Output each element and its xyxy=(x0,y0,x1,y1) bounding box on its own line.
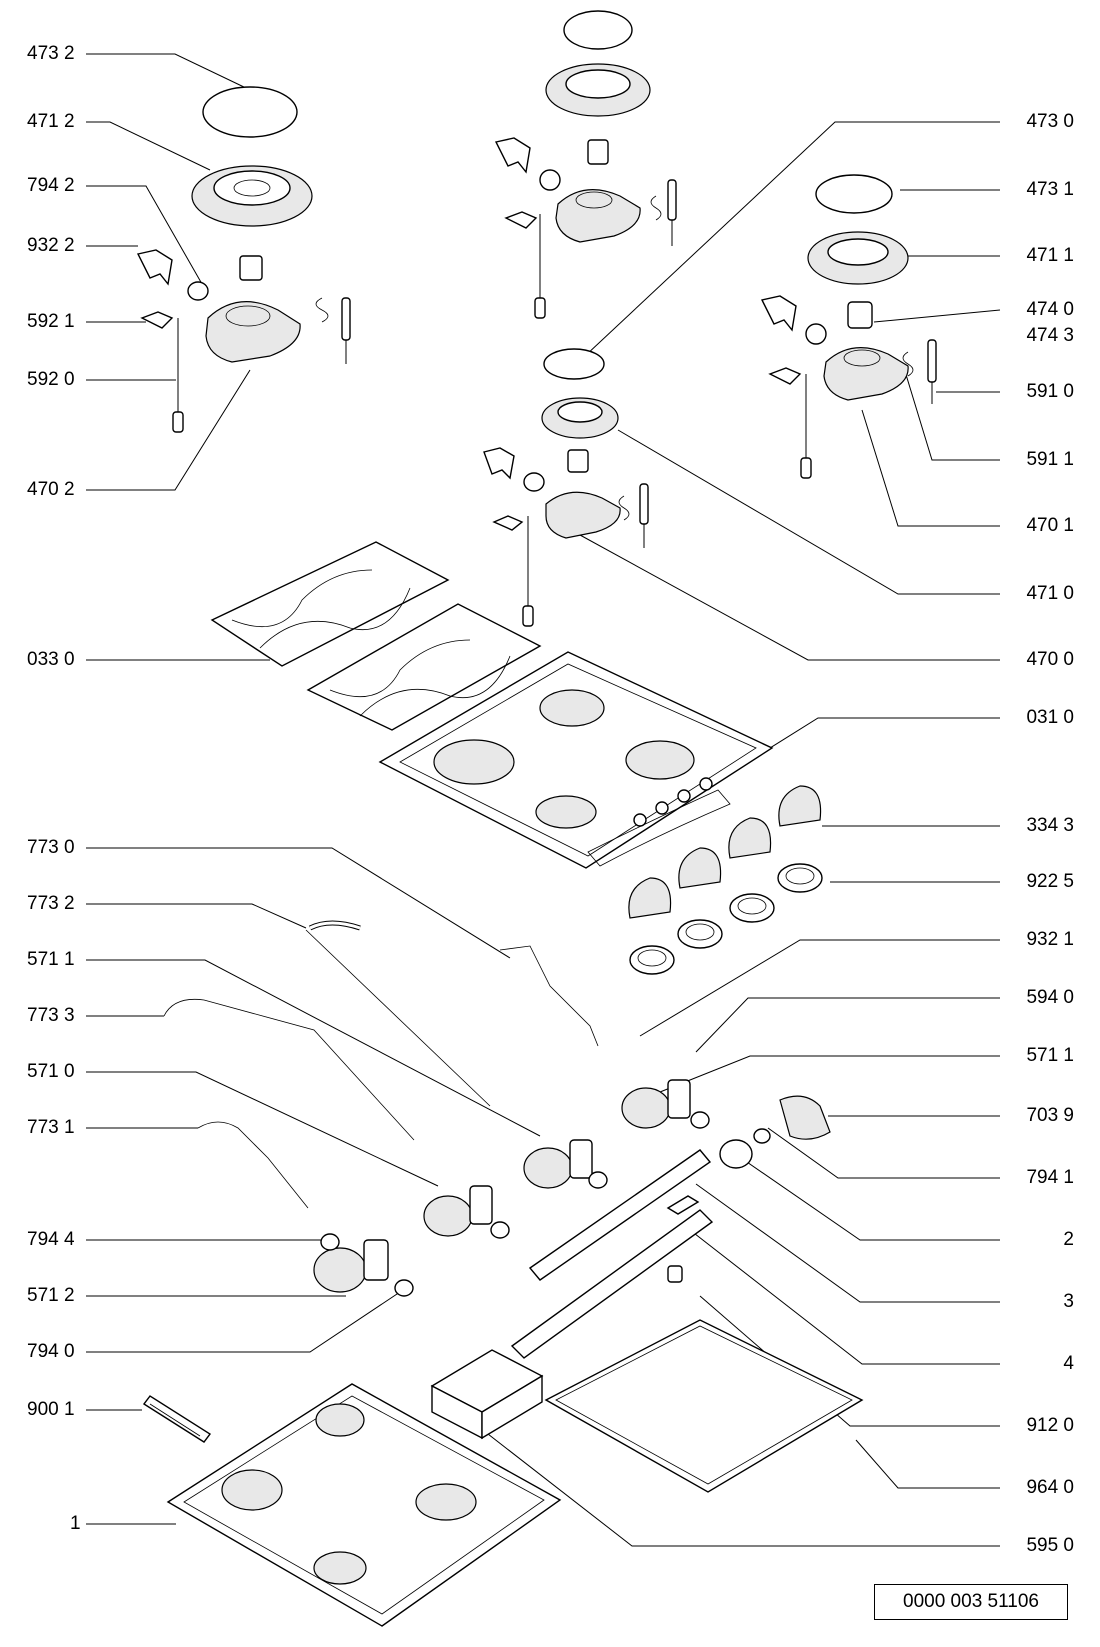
seal-ring xyxy=(187,281,209,301)
burner-right-assembly xyxy=(760,174,937,479)
label-773-1: 773 1 xyxy=(27,1117,75,1138)
label-932-2: 932 2 xyxy=(27,235,75,256)
bracket-clip xyxy=(136,249,173,286)
label-773-2: 773 2 xyxy=(27,893,75,914)
label-473-0: 473 0 xyxy=(1026,111,1074,132)
label-473-2: 473 2 xyxy=(27,43,75,64)
label-594-0: 594 0 xyxy=(1026,987,1074,1008)
label-033-0: 033 0 xyxy=(27,649,75,670)
label-591-1: 591 1 xyxy=(1026,449,1074,470)
document-number: 0000 003 51106 xyxy=(874,1584,1068,1620)
label-591-0: 591 0 xyxy=(1026,381,1074,402)
label-900-1: 900 1 xyxy=(27,1399,75,1420)
label-4: 4 xyxy=(1063,1353,1074,1374)
label-1: 1 xyxy=(70,1513,81,1534)
gas-valves xyxy=(313,1079,710,1297)
label-334-3: 334 3 xyxy=(1026,815,1074,836)
seal-gasket xyxy=(544,1319,864,1493)
label-473-1: 473 1 xyxy=(1026,179,1074,200)
label-964-0: 964 0 xyxy=(1026,1477,1074,1498)
label-571-2: 571 2 xyxy=(27,1285,75,1306)
label-932-1: 932 1 xyxy=(1026,929,1074,950)
label-474-3: 474 3 xyxy=(1026,325,1074,346)
pan-supports xyxy=(210,541,542,731)
label-470-0: 470 0 xyxy=(1026,649,1074,670)
label-471-0: 471 0 xyxy=(1026,583,1074,604)
leader-lines-left xyxy=(86,53,541,1525)
ignition-electrode xyxy=(341,297,351,341)
burner-left-assembly xyxy=(136,86,351,433)
bracket-900 xyxy=(142,1395,212,1443)
label-922-5: 922 5 xyxy=(1026,871,1074,892)
ignition-rail xyxy=(510,1195,714,1359)
thermocouple-clip xyxy=(140,311,174,329)
label-571-1-left: 571 1 xyxy=(27,949,75,970)
label-031-0: 031 0 xyxy=(1026,707,1074,728)
label-470-1: 470 1 xyxy=(1026,515,1074,536)
label-794-2: 794 2 xyxy=(27,175,75,196)
injector xyxy=(239,255,263,281)
label-470-2: 470 2 xyxy=(27,479,75,500)
label-912-0: 912 0 xyxy=(1026,1415,1074,1436)
label-794-1: 794 1 xyxy=(1026,1167,1074,1188)
label-794-4: 794 4 xyxy=(27,1229,75,1250)
burner-center-assembly xyxy=(483,348,649,627)
bottom-tray xyxy=(166,1383,562,1627)
label-3: 3 xyxy=(1063,1291,1074,1312)
label-592-0: 592 0 xyxy=(27,369,75,390)
burner-top-assembly xyxy=(494,10,677,319)
label-2: 2 xyxy=(1063,1229,1074,1250)
label-794-0: 794 0 xyxy=(27,1341,75,1362)
spring-clip xyxy=(315,297,329,323)
label-471-1: 471 1 xyxy=(1026,245,1074,266)
label-773-0: 773 0 xyxy=(27,837,75,858)
control-knobs xyxy=(628,785,823,975)
ignition-module xyxy=(430,1349,544,1440)
label-703-9: 703 9 xyxy=(1026,1105,1074,1126)
hob-top-plate xyxy=(378,651,774,869)
label-471-2: 471 2 xyxy=(27,111,75,132)
manifold-and-connector xyxy=(528,1095,831,1281)
label-474-0: 474 0 xyxy=(1026,299,1074,320)
burner-base xyxy=(205,301,301,363)
gas-pipes xyxy=(163,920,599,1209)
label-571-0: 571 0 xyxy=(27,1061,75,1082)
label-773-3: 773 3 xyxy=(27,1005,75,1026)
label-571-1-right: 571 1 xyxy=(1026,1045,1074,1066)
label-595-0: 595 0 xyxy=(1026,1535,1074,1556)
label-592-1: 592 1 xyxy=(27,311,75,332)
burner-cap-large xyxy=(202,86,298,138)
